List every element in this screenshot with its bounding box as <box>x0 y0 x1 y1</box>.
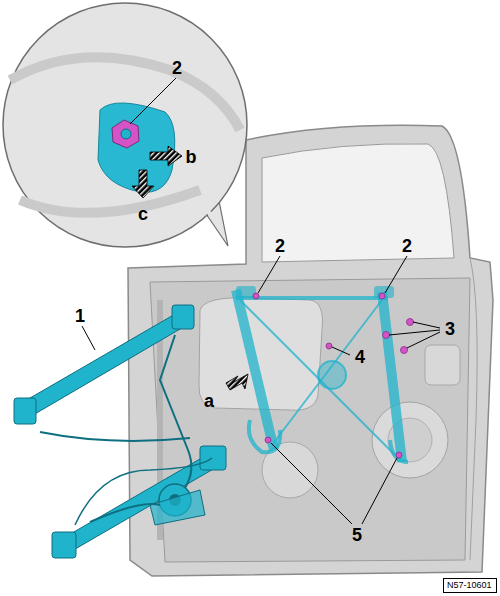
regulator-bracket-detail <box>98 103 175 192</box>
window-opening <box>262 144 454 262</box>
figure-number-box: N57-10601 <box>443 578 497 593</box>
direction-arrow <box>226 374 248 390</box>
callout-number: b <box>186 148 197 166</box>
arrow-b <box>150 146 182 166</box>
bolt-thread <box>121 129 131 139</box>
callout-number: 2 <box>275 237 285 255</box>
magnifier-seam <box>205 210 221 221</box>
speaker-opening <box>372 402 448 478</box>
callout-text: 2 <box>172 58 182 78</box>
callout-number: 4 <box>355 348 365 366</box>
callout-text: 2 <box>402 236 412 256</box>
callout-text: 2 <box>275 236 285 256</box>
callout-number: a <box>204 392 214 410</box>
arrow-c <box>132 170 154 198</box>
nut <box>112 120 139 148</box>
callout-text: 4 <box>355 347 365 367</box>
lock-opening <box>425 345 460 385</box>
window-regulator <box>14 305 226 558</box>
callout-number: 3 <box>445 320 455 338</box>
callout-text: c <box>138 204 148 224</box>
callout-text: 1 <box>75 306 85 326</box>
callout-number: 2 <box>402 237 412 255</box>
callout-number: 2 <box>172 59 182 77</box>
figure-number: N57-10601 <box>447 581 493 590</box>
magnifier-circle <box>3 3 247 247</box>
callout-text: b <box>186 147 197 167</box>
inner-panel <box>150 278 470 562</box>
installed-regulator <box>236 290 408 462</box>
callout-text: 5 <box>352 525 362 545</box>
magnifier-panel <box>10 57 240 213</box>
callout-text: a <box>204 391 214 411</box>
callout-text: 3 <box>445 319 455 339</box>
callout-number: 1 <box>75 307 85 325</box>
bolts <box>253 293 414 458</box>
regulator-brackets <box>236 286 394 298</box>
callout-number: 5 <box>352 526 362 544</box>
callout-number: c <box>138 205 148 223</box>
door-edge <box>470 258 477 560</box>
leader-lines <box>82 78 440 524</box>
